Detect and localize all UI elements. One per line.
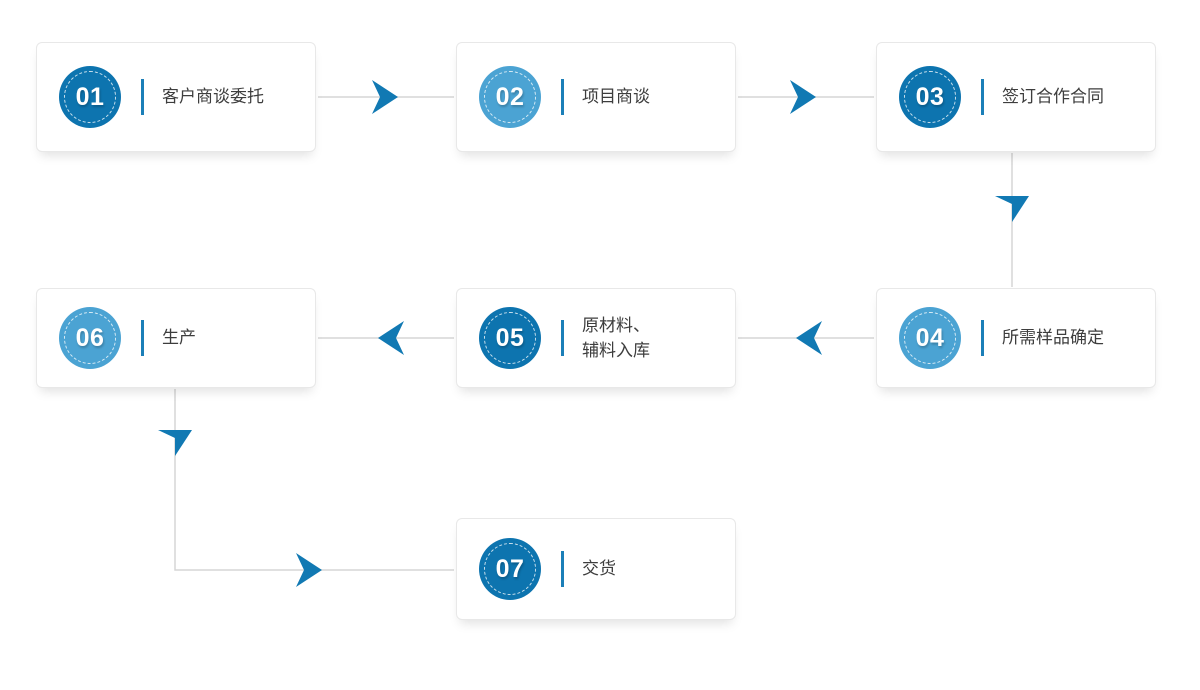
step-badge-02: 02 [479, 66, 541, 128]
step-label-06: 生产 [162, 328, 196, 348]
step-label-01: 客户商谈委托 [162, 87, 264, 107]
step-label-05: 原材料、 辅料入库 [582, 315, 650, 361]
step-divider [561, 79, 564, 115]
step-badge-03: 03 [899, 66, 961, 128]
connector-01-to-02 [318, 80, 454, 114]
flow-step-card-02[interactable]: 02 项目商谈 [456, 42, 736, 152]
step-label-04: 所需样品确定 [1002, 328, 1104, 348]
step-number-04: 04 [915, 323, 945, 352]
step-divider [561, 320, 564, 356]
step-number-07: 07 [495, 554, 525, 583]
flow-step-card-01[interactable]: 01 客户商谈委托 [36, 42, 316, 152]
flow-step-card-03[interactable]: 03 签订合作合同 [876, 42, 1156, 152]
connector-04-to-05 [738, 321, 874, 355]
step-divider [141, 320, 144, 356]
step-number-03: 03 [915, 82, 945, 111]
step-number-01: 01 [75, 82, 105, 111]
connector-06-to-07 [158, 389, 454, 587]
step-label-02: 项目商谈 [582, 87, 650, 107]
step-badge-07: 07 [479, 538, 541, 600]
connector-02-to-03 [738, 80, 874, 114]
step-number-06: 06 [75, 323, 105, 352]
step-divider [561, 551, 564, 587]
step-badge-06: 06 [59, 307, 121, 369]
step-label-07: 交货 [582, 559, 616, 579]
flow-step-card-06[interactable]: 06 生产 [36, 288, 316, 388]
flow-step-card-05[interactable]: 05 原材料、 辅料入库 [456, 288, 736, 388]
arrow-down-icon [995, 196, 1029, 222]
step-divider [981, 320, 984, 356]
step-badge-01: 01 [59, 66, 121, 128]
step-divider [981, 79, 984, 115]
step-number-05: 05 [495, 323, 525, 352]
flow-step-card-07[interactable]: 07 交货 [456, 518, 736, 620]
step-label-03: 签订合作合同 [1002, 87, 1104, 107]
arrow-down-icon [158, 430, 192, 456]
step-badge-04: 04 [899, 307, 961, 369]
connector-03-to-04 [995, 153, 1029, 287]
flow-step-card-04[interactable]: 04 所需样品确定 [876, 288, 1156, 388]
connector-05-to-06 [318, 321, 454, 355]
step-number-02: 02 [495, 82, 525, 111]
step-badge-05: 05 [479, 307, 541, 369]
step-divider [141, 79, 144, 115]
